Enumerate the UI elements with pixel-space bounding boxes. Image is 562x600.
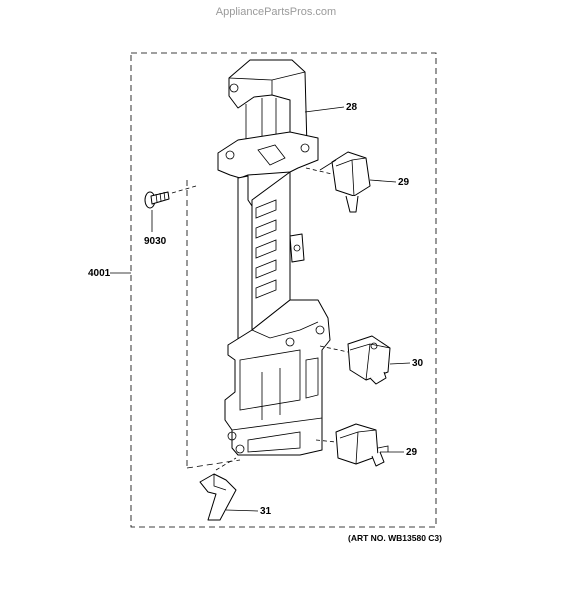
switch-bottom <box>335 423 389 467</box>
door-latch-body <box>217 59 331 456</box>
callout-29-bottom: 29 <box>406 447 418 458</box>
assembly-boundary <box>130 52 437 528</box>
callout-4001: 4001 <box>88 268 111 279</box>
leader-switch-mid-dashed <box>319 345 349 353</box>
watermark-text: AppliancePartsPros.com <box>216 6 336 18</box>
leader-lever-dashed <box>215 457 237 471</box>
latch-lever <box>199 473 237 521</box>
screw-9030 <box>144 191 170 209</box>
art-number: (ART NO. WB13580 C3) <box>348 533 442 543</box>
leader-switch-top-dashed <box>305 167 333 175</box>
leader-29-top <box>369 179 397 183</box>
callout-29-top: 29 <box>398 177 410 188</box>
leader-30 <box>389 362 411 365</box>
switch-top <box>319 151 371 213</box>
leader-switch-bottom-dashed <box>315 439 337 443</box>
switch-middle <box>347 335 391 385</box>
callout-9030: 9030 <box>144 236 167 247</box>
alignment-line-end <box>186 459 241 469</box>
callout-30: 30 <box>412 358 424 369</box>
leader-screw-dashed <box>171 185 197 194</box>
leader-31 <box>225 509 259 512</box>
callout-31: 31 <box>260 506 272 517</box>
callout-28: 28 <box>346 102 358 113</box>
leader-28 <box>304 106 345 113</box>
